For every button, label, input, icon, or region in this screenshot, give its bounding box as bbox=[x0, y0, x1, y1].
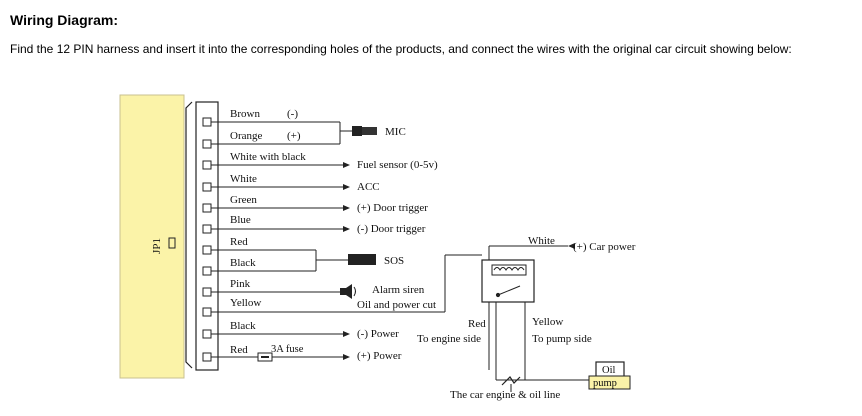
wire-label-brown: Brown bbox=[230, 108, 260, 120]
wire-polarity-brown: (-) bbox=[287, 108, 298, 120]
pin-2 bbox=[202, 139, 212, 149]
instruction-text: Find the 12 PIN harness and insert it in… bbox=[10, 42, 792, 56]
connector-mark bbox=[168, 237, 176, 249]
wire-polarity-orange: (+) bbox=[287, 130, 301, 142]
pin-housing bbox=[195, 101, 219, 371]
wire-lines bbox=[218, 121, 445, 358]
engine-oil-line-label: The car engine & oil line bbox=[450, 389, 560, 401]
engine-cut-marker bbox=[501, 376, 521, 386]
wire-label-black: Black bbox=[230, 257, 256, 269]
wire-label-red-power: Red bbox=[230, 344, 248, 356]
oil-power-cut-label: Oil and power cut bbox=[357, 299, 436, 311]
fuse-label: 3A fuse bbox=[271, 344, 304, 355]
pin-9 bbox=[202, 287, 212, 297]
harness-bracket bbox=[185, 101, 193, 369]
wire-label-black-power: Black bbox=[230, 320, 256, 332]
door-trigger-negative-label: (-) Door trigger bbox=[357, 223, 426, 235]
siren-icon bbox=[340, 284, 356, 299]
oil-pump-fill bbox=[588, 375, 631, 390]
relay-white-label: White bbox=[528, 235, 555, 247]
mic-label: MIC bbox=[385, 126, 406, 138]
pin-group bbox=[202, 117, 218, 362]
power-negative-label: (-) Power bbox=[357, 328, 399, 340]
wire-label-yellow: Yellow bbox=[230, 297, 261, 309]
door-trigger-positive-label: (+) Door trigger bbox=[357, 202, 428, 214]
pin-3 bbox=[202, 160, 212, 170]
pin-6 bbox=[202, 224, 212, 234]
diagram-heading: Wiring Diagram: bbox=[10, 12, 118, 28]
power-positive-label: (+) Power bbox=[357, 350, 402, 362]
sos-label: SOS bbox=[384, 255, 404, 267]
pin-8 bbox=[202, 266, 212, 276]
relay-switch-icon bbox=[495, 285, 521, 298]
wire-label-green: Green bbox=[230, 194, 257, 206]
pin-7 bbox=[202, 245, 212, 255]
wire-label-orange: Orange bbox=[230, 130, 262, 142]
pin-5 bbox=[202, 203, 212, 213]
relay-yellow-label: Yellow bbox=[532, 316, 563, 328]
pin-10 bbox=[202, 307, 212, 317]
engine-side-label: To engine side bbox=[417, 333, 481, 345]
wire-label-blue: Blue bbox=[230, 214, 251, 226]
sos-button-icon bbox=[348, 254, 376, 265]
device-panel bbox=[119, 94, 185, 379]
connector-label: JP1 bbox=[151, 238, 163, 254]
fuel-sensor-label: Fuel sensor (0-5v) bbox=[357, 159, 438, 171]
car-power-label: (+) Car power bbox=[573, 241, 636, 253]
wire-label-red: Red bbox=[230, 236, 248, 248]
car-power-arrow bbox=[568, 243, 575, 249]
relay-coil-icon bbox=[491, 264, 527, 276]
oil-pump-label-bottom: pump bbox=[593, 378, 617, 389]
oil-pump-label-top: Oil bbox=[602, 365, 616, 376]
alarm-siren-label: Alarm siren bbox=[372, 284, 425, 296]
pump-side-label: To pump side bbox=[532, 333, 592, 345]
wire-label-white: White bbox=[230, 173, 257, 185]
pin-11 bbox=[202, 329, 212, 339]
acc-label: ACC bbox=[357, 181, 380, 193]
fuse-icon bbox=[257, 352, 273, 362]
wire-label-pink: Pink bbox=[230, 278, 251, 290]
mic-icon bbox=[352, 126, 377, 136]
arrow-heads bbox=[343, 162, 350, 360]
pin-12 bbox=[202, 352, 212, 362]
wire-label-white-black: White with black bbox=[230, 151, 306, 163]
relay-red-label: Red bbox=[468, 318, 486, 330]
pin-1 bbox=[202, 117, 212, 127]
pin-4 bbox=[202, 182, 212, 192]
